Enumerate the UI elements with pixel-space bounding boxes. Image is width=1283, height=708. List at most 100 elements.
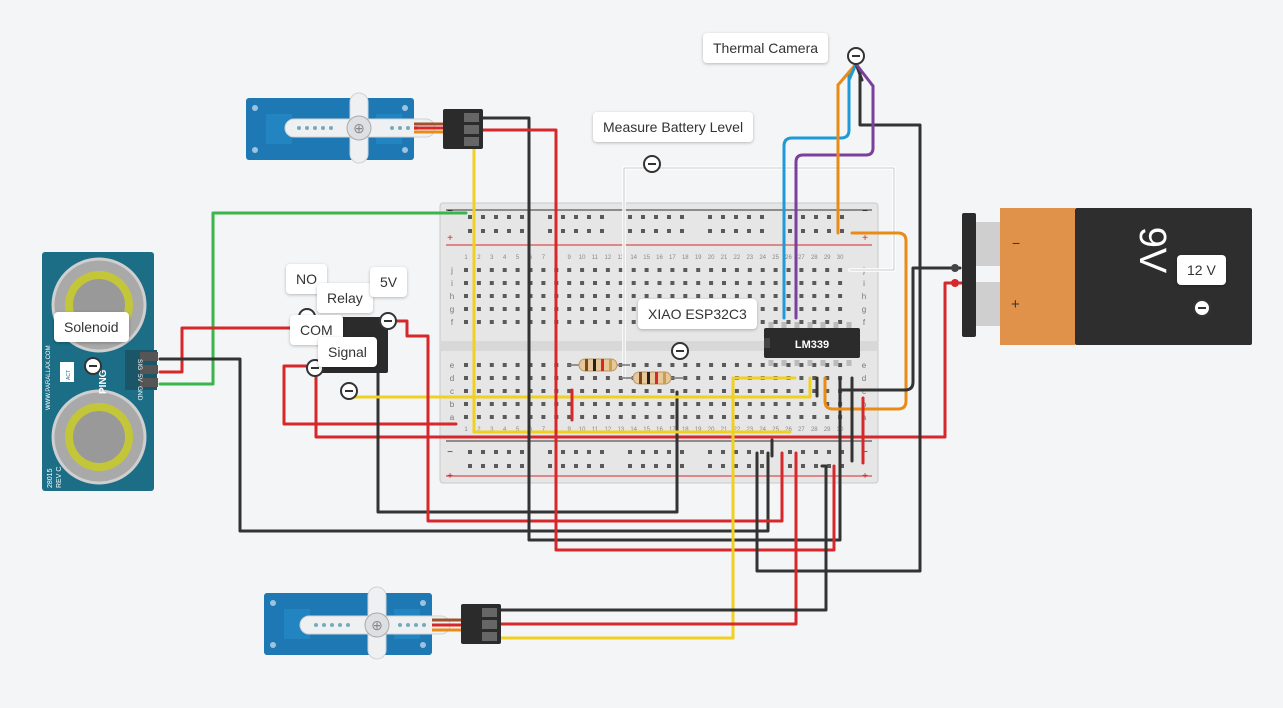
- servo-motor-bottom[interactable]: ⊕: [264, 586, 501, 660]
- col-number: 4: [503, 255, 507, 261]
- col-number: 22: [734, 427, 741, 433]
- col-number: 4: [503, 427, 507, 433]
- wire-white-outline: [623, 167, 895, 379]
- lm339-chip[interactable]: LM339: [764, 322, 860, 366]
- col-number: 27: [798, 255, 805, 261]
- row-letter: i: [863, 279, 865, 288]
- label-12v[interactable]: 12 V: [1177, 255, 1226, 285]
- col-number: 18: [682, 255, 689, 261]
- col-number: 24: [759, 427, 766, 433]
- servo-motor-top[interactable]: ⊕: [246, 92, 483, 164]
- row-letter: b: [450, 400, 455, 409]
- col-number: 2: [477, 255, 481, 261]
- solenoid-marker-icon[interactable]: [84, 357, 102, 375]
- label-relay[interactable]: Relay: [317, 283, 373, 313]
- sensor-brand: WWW.PARALLAX.COM: [46, 345, 52, 410]
- row-letter: a: [450, 413, 455, 422]
- resistors[interactable]: [567, 358, 683, 385]
- sensor-act: ACT: [66, 370, 72, 380]
- row-letter: d: [862, 374, 866, 383]
- col-number: 26: [785, 427, 792, 433]
- col-number: 12: [605, 255, 612, 261]
- rail-plus-label: +: [862, 233, 868, 244]
- col-number: 10: [579, 255, 586, 261]
- col-number: 1: [464, 255, 468, 261]
- rail-plus-label: +: [447, 471, 453, 482]
- wire-red-relay-bb: [386, 319, 784, 523]
- col-number: 11: [592, 427, 599, 433]
- svg-text:⊕: ⊕: [353, 120, 365, 136]
- col-number: 25: [772, 427, 779, 433]
- col-number: 26: [785, 255, 792, 261]
- wires: [158, 68, 964, 640]
- wire-purple: [794, 84, 875, 320]
- ultrasonic-sensor[interactable]: WWW.PARALLAX.COM SIG 5V GND PING ACT 280…: [42, 252, 158, 491]
- wire-black-sensor: [158, 357, 770, 533]
- row-letter: e: [450, 361, 455, 370]
- col-number: 7: [542, 427, 546, 433]
- chip-label: LM339: [795, 339, 829, 351]
- rail-minus-label: −: [447, 447, 453, 458]
- col-number: 2: [477, 427, 481, 433]
- battery-voltage-text: 9V: [1131, 227, 1173, 274]
- col-number: 23: [746, 255, 753, 261]
- label-xiao[interactable]: XIAO ESP32C3: [638, 299, 757, 329]
- col-number: 18: [682, 427, 689, 433]
- thermal-camera-marker-icon[interactable]: [847, 47, 865, 65]
- col-number: 5: [516, 427, 520, 433]
- col-number: 13: [617, 427, 624, 433]
- row-letter: d: [450, 374, 454, 383]
- label-5v[interactable]: 5V: [370, 267, 408, 297]
- col-number: 25: [772, 255, 779, 261]
- col-number: 9: [568, 255, 572, 261]
- col-number: 14: [630, 255, 637, 261]
- label-signal[interactable]: Signal: [318, 337, 377, 367]
- col-number: 10: [579, 427, 586, 433]
- col-number: 22: [734, 255, 741, 261]
- col-number: 29: [824, 427, 831, 433]
- row-letter: g: [450, 305, 454, 314]
- col-number: 1: [464, 427, 468, 433]
- col-number: 27: [798, 427, 805, 433]
- sensor-side: PING: [98, 369, 109, 394]
- col-number: 23: [746, 427, 753, 433]
- col-number: 9: [568, 427, 572, 433]
- row-letter: f: [863, 318, 866, 327]
- col-number: 28: [811, 427, 818, 433]
- col-number: 28: [811, 255, 818, 261]
- row-letter: h: [862, 292, 866, 301]
- col-number: 6: [529, 427, 533, 433]
- wire-red-loop: [282, 364, 458, 426]
- five-v-marker-icon[interactable]: [379, 312, 397, 330]
- col-number: 16: [656, 427, 663, 433]
- row-letter: i: [451, 279, 453, 288]
- wire-orange-right: [823, 231, 908, 411]
- xiao-marker-icon[interactable]: [671, 342, 689, 360]
- row-letter: h: [450, 292, 454, 301]
- wire-red-servo-top: [478, 128, 836, 552]
- col-number: 13: [617, 255, 624, 261]
- sensor-pin-5v: 5V: [136, 374, 143, 383]
- wire-green: [158, 211, 468, 386]
- col-number: 17: [669, 427, 676, 433]
- wire-black-bottom-servo: [498, 464, 828, 612]
- label-thermal-camera[interactable]: Thermal Camera: [703, 33, 829, 63]
- twelve-v-marker-icon[interactable]: [1193, 299, 1211, 317]
- row-letter: j: [450, 266, 453, 275]
- row-letter: c: [450, 387, 454, 396]
- col-number: 14: [630, 427, 637, 433]
- label-solenoid[interactable]: Solenoid: [54, 312, 129, 342]
- col-number: 12: [605, 427, 612, 433]
- row-letter: f: [451, 318, 454, 327]
- col-number: 17: [669, 255, 676, 261]
- col-number: 24: [759, 255, 766, 261]
- col-number: 5: [516, 255, 520, 261]
- col-number: 3: [490, 255, 494, 261]
- signal-marker-icon[interactable]: [340, 382, 358, 400]
- row-letter: g: [862, 305, 866, 314]
- label-com[interactable]: COM: [290, 315, 343, 345]
- measure-battery-marker-icon[interactable]: [643, 155, 661, 173]
- label-measure-battery[interactable]: Measure Battery Level: [593, 112, 754, 142]
